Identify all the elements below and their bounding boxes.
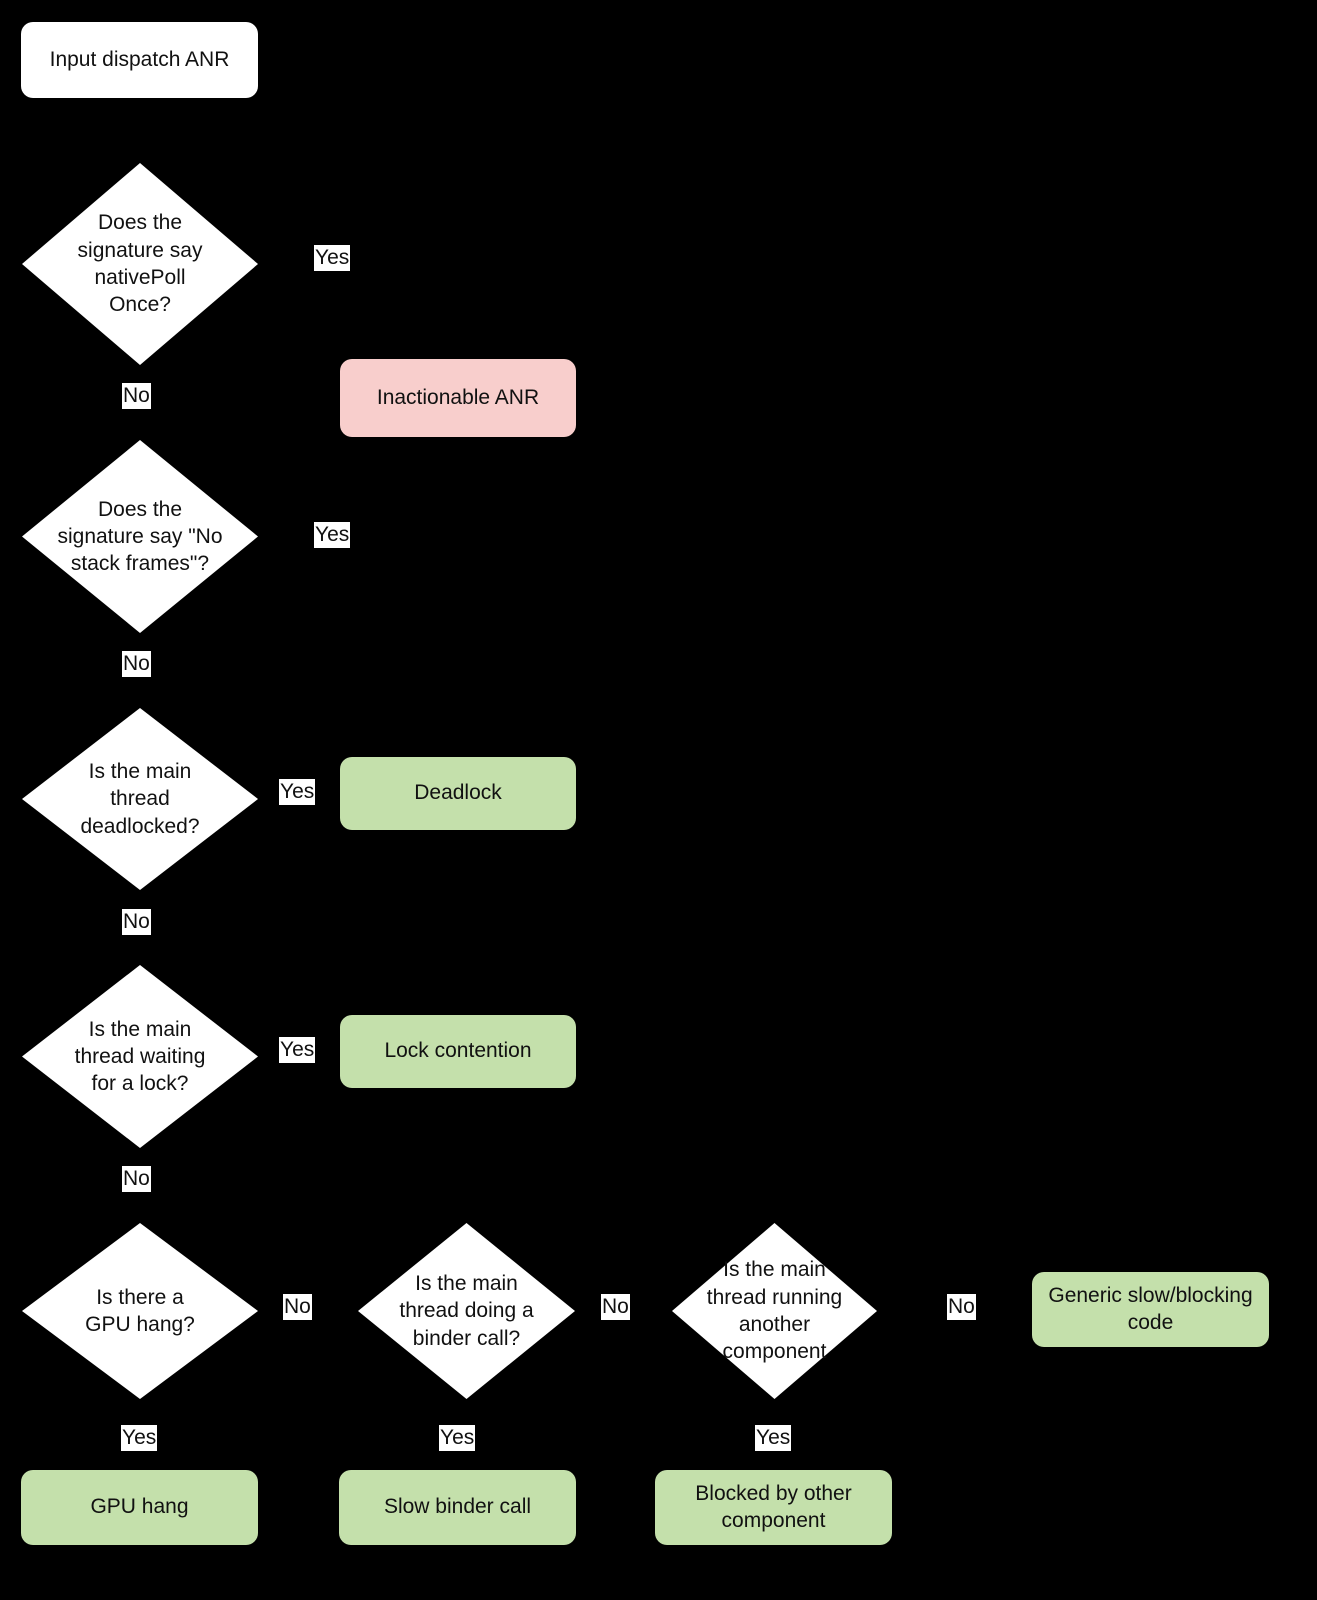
node-question-binder-call[interactable]: Is the main thread doing a binder call? — [358, 1223, 575, 1399]
node-input-dispatch-anr[interactable]: Input dispatch ANR — [21, 22, 258, 98]
edge-label-gpu-yes: Yes — [121, 1425, 158, 1452]
node-question-running-another-component[interactable]: Is the main thread running another compo… — [672, 1223, 877, 1399]
node-label: Blocked by other component — [695, 1481, 852, 1532]
edge-nostack-yes — [258, 536, 458, 539]
edge-label-deadlock-no: No — [122, 909, 151, 936]
diamond-shape — [358, 1223, 575, 1399]
edge-start-to-nativepoll — [138, 98, 141, 163]
edge-label-nostack-yes: Yes — [314, 522, 351, 549]
node-blocked-by-other-component[interactable]: Blocked by other component — [655, 1470, 892, 1545]
node-label: Inactionable ANR — [376, 385, 540, 409]
node-question-waiting-for-lock[interactable]: Is the main thread waiting for a lock? — [22, 965, 258, 1148]
node-generic-slow-blocking-code[interactable]: Generic slow/blocking code — [1032, 1272, 1269, 1347]
edge-label-component-no: No — [947, 1294, 976, 1321]
edge-label-lock-no: No — [122, 1166, 151, 1193]
node-question-nativepollonce[interactable]: Does the signature say nativePoll Once? — [22, 163, 258, 365]
edge-nostack-yes-up — [456, 437, 459, 537]
edge-label-lock-yes: Yes — [279, 1037, 316, 1064]
node-label: Input dispatch ANR — [49, 47, 230, 71]
edge-nativepoll-yes-down — [456, 262, 459, 359]
node-label: GPU hang — [90, 1495, 189, 1519]
node-label: Generic slow/blocking code — [1048, 1283, 1253, 1334]
edge-label-nostack-no: No — [122, 651, 151, 678]
diamond-shape — [22, 1223, 258, 1399]
diamond-shape — [672, 1223, 877, 1399]
edge-label-binder-no: No — [601, 1294, 630, 1321]
edge-label-nativepoll-yes: Yes — [314, 245, 351, 272]
edge-label-component-yes: Yes — [755, 1425, 792, 1452]
edge-label-deadlock-yes: Yes — [279, 779, 316, 806]
diamond-shape — [22, 708, 258, 890]
edge-label-nativepoll-no: No — [122, 383, 151, 410]
node-label: Deadlock — [414, 781, 502, 805]
diamond-shape — [22, 440, 258, 633]
node-question-main-thread-deadlocked[interactable]: Is the main thread deadlocked? — [22, 708, 258, 890]
node-question-no-stack-frames[interactable]: Does the signature say "No stack frames"… — [22, 440, 258, 633]
diamond-shape — [22, 965, 258, 1148]
node-lock-contention[interactable]: Lock contention — [340, 1015, 576, 1088]
diamond-shape — [22, 163, 258, 365]
edge-label-binder-yes: Yes — [439, 1425, 476, 1452]
node-label: Lock contention — [384, 1039, 532, 1063]
node-label: Slow binder call — [383, 1495, 532, 1519]
node-inactionable-anr[interactable]: Inactionable ANR — [340, 359, 576, 437]
node-deadlock[interactable]: Deadlock — [340, 757, 576, 830]
edge-label-gpu-no: No — [283, 1294, 312, 1321]
node-gpu-hang[interactable]: GPU hang — [21, 1470, 258, 1545]
node-slow-binder-call[interactable]: Slow binder call — [339, 1470, 576, 1545]
edge-nativepoll-yes — [258, 262, 458, 265]
node-question-gpu-hang[interactable]: Is there a GPU hang? — [22, 1223, 258, 1399]
